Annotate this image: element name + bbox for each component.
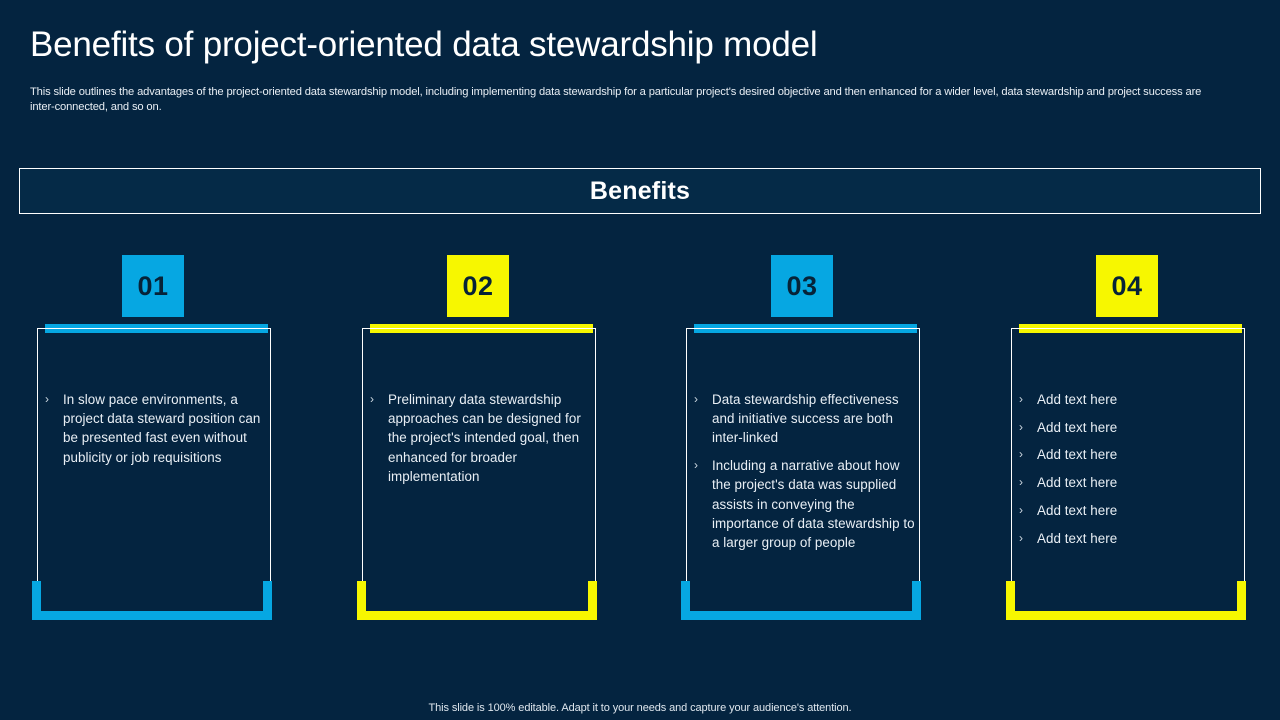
card-accent-left-stub [32, 581, 41, 615]
chevron-right-icon: › [370, 392, 374, 406]
card-accent-right-stub [588, 581, 597, 615]
card-number-badge: 01 [122, 255, 184, 317]
card-bullet-list: › Data stewardship effectiveness and ini… [694, 390, 916, 561]
slide-description: This slide outlines the advantages of th… [30, 86, 1202, 113]
card-number-label: 04 [1111, 270, 1143, 301]
benefit-card[interactable]: 02 › Preliminary data stewardship approa… [340, 250, 630, 640]
chevron-right-icon: › [1019, 475, 1023, 490]
chevron-right-icon: › [1019, 530, 1023, 545]
chevron-right-icon: › [694, 392, 698, 406]
list-item: › Add text here [1019, 418, 1241, 437]
footer-note: This slide is 100% editable. Adapt it to… [428, 702, 852, 714]
card-accent-right-stub [263, 581, 272, 615]
chevron-right-icon: › [1019, 502, 1023, 517]
list-item: › Preliminary data stewardship approache… [370, 390, 592, 486]
card-body [37, 328, 271, 618]
list-item: › In slow pace environments, a project d… [45, 390, 267, 467]
list-item: › Add text here [1019, 529, 1241, 548]
list-item-text: In slow pace environments, a project dat… [63, 392, 261, 465]
chevron-right-icon: › [1019, 392, 1023, 406]
chevron-right-icon: › [1019, 447, 1023, 462]
list-item-text: Add text here [1037, 392, 1118, 407]
list-item: › Add text here [1019, 445, 1241, 464]
card-bullet-list: › Preliminary data stewardship approache… [370, 390, 592, 490]
list-item: › Data stewardship effectiveness and ini… [694, 390, 916, 448]
card-number-badge: 02 [447, 255, 509, 317]
card-number-label: 03 [786, 270, 818, 301]
chevron-right-icon: › [694, 458, 698, 473]
list-item-text: Add text here [1037, 502, 1118, 518]
card-number-label: 02 [462, 270, 494, 301]
card-accent-bottom-bar [1006, 611, 1246, 620]
benefits-banner: Benefits [19, 168, 1261, 214]
card-number-badge: 04 [1096, 255, 1158, 317]
benefit-cards-row: 01 › In slow pace environments, a projec… [0, 250, 1280, 640]
card-accent-bottom-bar [32, 611, 272, 620]
chevron-right-icon: › [45, 392, 49, 406]
card-bullet-list: › Add text here › Add text here › Add te… [1019, 390, 1241, 556]
list-item-text: Data stewardship effectiveness and initi… [712, 392, 899, 446]
card-number-badge: 03 [771, 255, 833, 317]
list-item: › Add text here [1019, 473, 1241, 492]
benefits-banner-label: Benefits [589, 176, 691, 205]
card-accent-bottom-bar [357, 611, 597, 620]
chevron-right-icon: › [1019, 419, 1023, 434]
list-item: › Including a narrative about how the pr… [694, 456, 916, 552]
card-accent-left-stub [1006, 581, 1015, 615]
list-item-text: Add text here [1037, 475, 1118, 491]
list-item-text: Including a narrative about how the proj… [712, 458, 915, 550]
page-title: Benefits of project-oriented data stewar… [30, 25, 818, 64]
card-accent-bottom-bar [681, 611, 921, 620]
card-accent-right-stub [912, 581, 921, 615]
card-bullet-list: › In slow pace environments, a project d… [45, 390, 267, 471]
card-accent-left-stub [681, 581, 690, 615]
benefit-card[interactable]: 03 › Data stewardship effectiveness and … [664, 250, 954, 640]
card-number-label: 01 [137, 270, 169, 301]
list-item: › Add text here [1019, 390, 1241, 409]
list-item-text: Add text here [1037, 447, 1118, 463]
list-item-text: Preliminary data stewardship approaches … [388, 392, 581, 484]
list-item: › Add text here [1019, 501, 1241, 520]
card-accent-right-stub [1237, 581, 1246, 615]
card-accent-left-stub [357, 581, 366, 615]
list-item-text: Add text here [1037, 419, 1118, 435]
list-item-text: Add text here [1037, 530, 1118, 546]
benefit-card[interactable]: 04 › Add text here › Add text here › Add… [989, 250, 1279, 640]
benefit-card[interactable]: 01 › In slow pace environments, a projec… [15, 250, 305, 640]
